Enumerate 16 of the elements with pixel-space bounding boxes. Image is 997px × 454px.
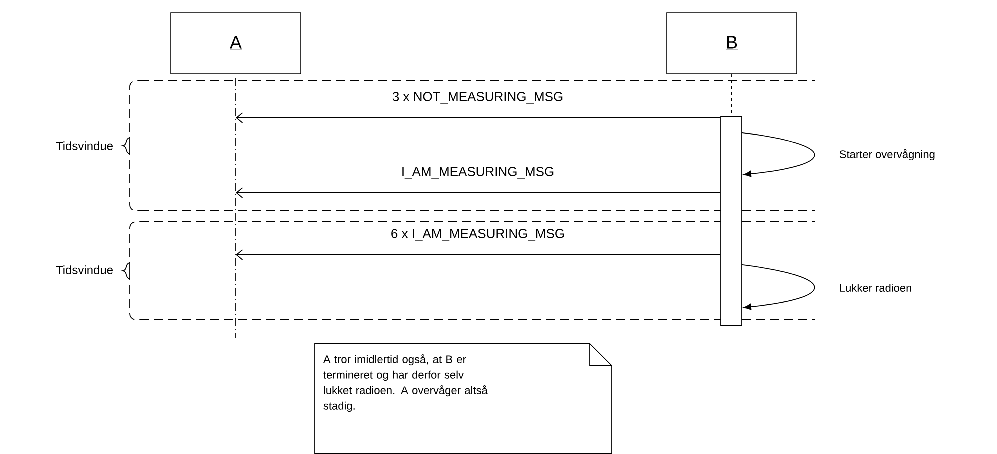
message-arrow <box>236 250 721 260</box>
edge-label: 6 x I_AM_MEASURING_MSG <box>392 229 564 241</box>
lifeline-box: A <box>170 12 302 74</box>
self-arrow <box>742 132 816 178</box>
edge-label: I_AM_MEASURING_MSG <box>402 167 554 179</box>
self-arrow <box>742 264 816 310</box>
window-label: Tidsvindue <box>56 142 113 150</box>
window-label: Tidsvindue <box>56 266 113 274</box>
message-arrow <box>236 112 721 124</box>
activation-bar <box>720 116 742 326</box>
edge-label: 3 x NOT_MEASURING_MSG <box>392 92 563 104</box>
edge-label: Lukker radioen <box>840 284 912 292</box>
note: A tror imidlertid også, at B er termineret og har derfor selv lukket radioen. A overvåger altså stadig. <box>314 344 612 454</box>
edge-label: Starter overvågning <box>840 149 935 161</box>
lifeline-box: B <box>666 12 798 74</box>
message-arrow <box>236 188 721 198</box>
